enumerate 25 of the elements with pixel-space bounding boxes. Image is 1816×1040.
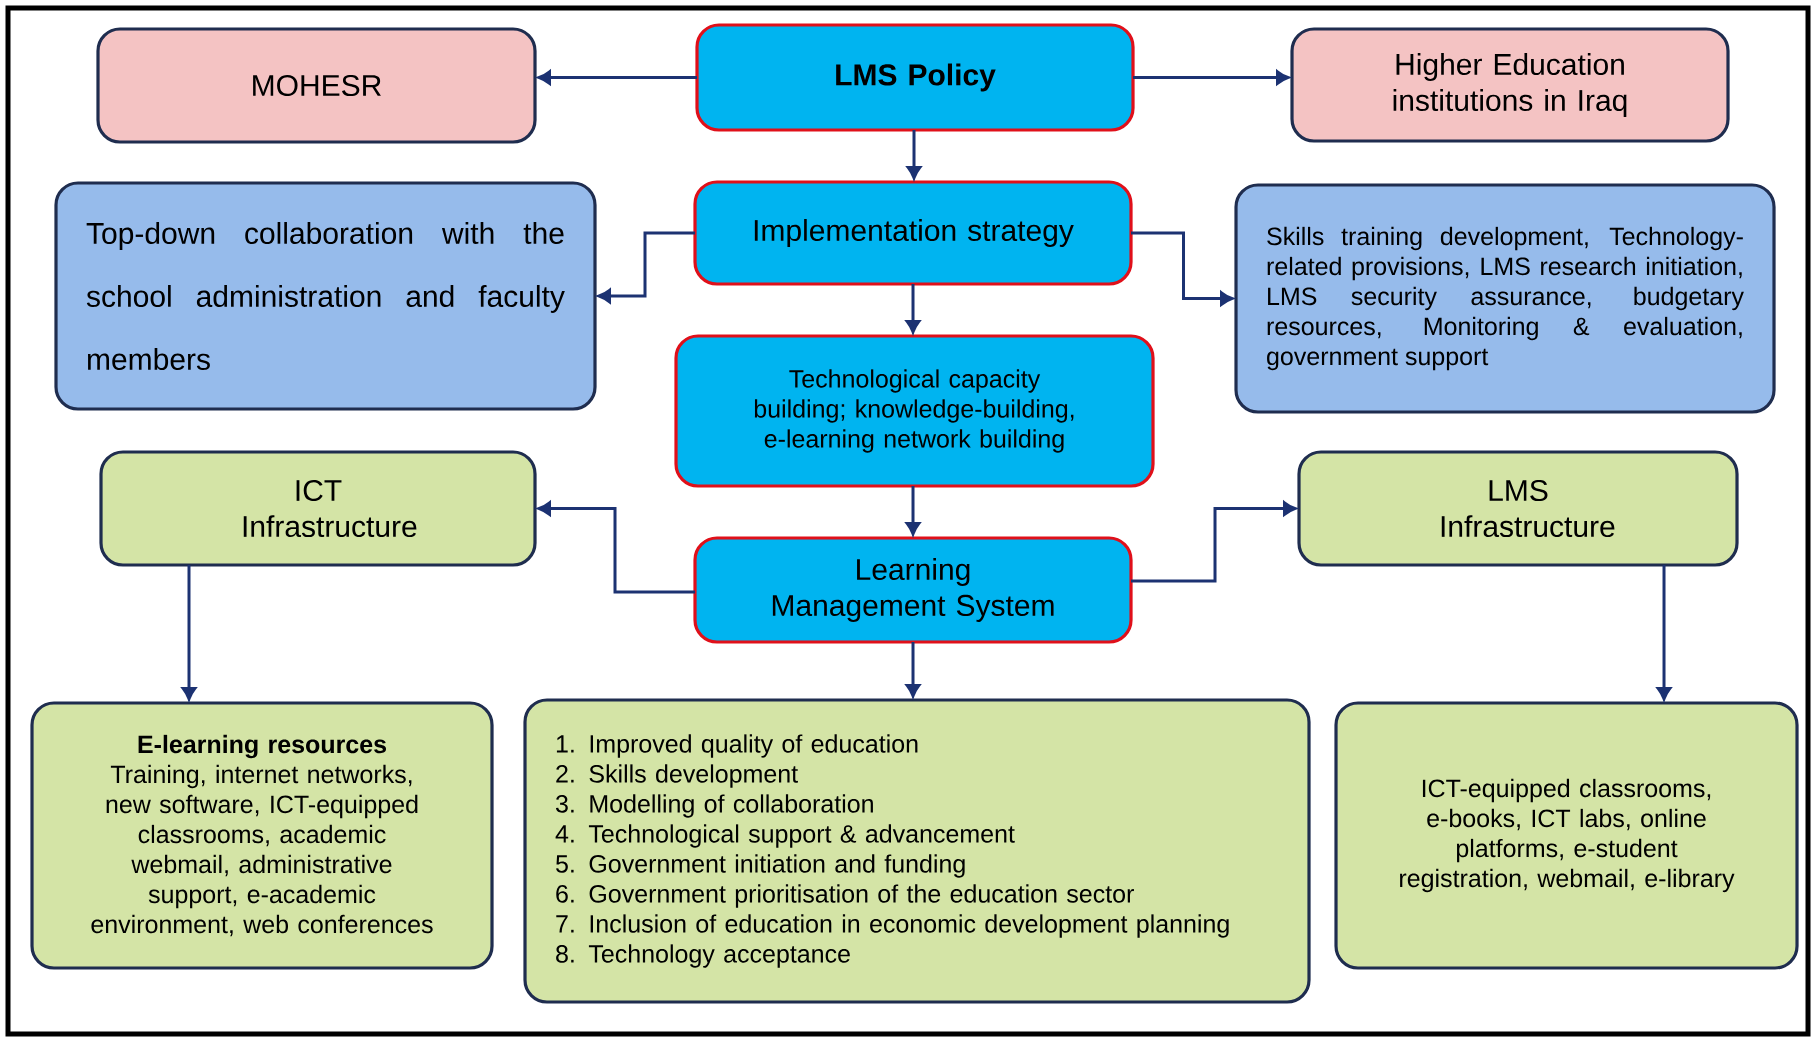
facilities-box: ICT-equipped classrooms, e-books, ICT labs, online platforms, e-student registration, webmail, e-library [1334, 701, 1799, 970]
arrow [905, 486, 921, 536]
institution-box: Higher Education institutions in Iraq [1290, 27, 1730, 143]
system-box: Learning Management System [693, 536, 1133, 644]
provisions-box: Skills training development, Technology-related provisions, LMS research initiation, LMS security assurance, budgetary resources, Monitoring & evaluation, government support [1234, 183, 1776, 414]
resources-box: E-learning resources Training, internet networks, new software, ICT-equipped classrooms, academic webmail, administrative support, e-academic environment, web conferences [30, 701, 494, 970]
arrow [1133, 70, 1290, 85]
arrow [597, 231, 695, 304]
authority-box: MOHESR [96, 27, 537, 144]
arrow [181, 565, 197, 701]
arrow [1656, 565, 1672, 701]
arrow [905, 284, 921, 334]
capacity-box: Technological capacity building; knowledge-building, e-learning network building [674, 334, 1155, 488]
arrow [537, 501, 695, 594]
infrastructure-box: LMS Infrastructure [1297, 450, 1739, 567]
arrow [1131, 231, 1234, 306]
arrow [906, 130, 922, 180]
strategy-box: Implementation strategy [693, 180, 1133, 286]
arrow [537, 70, 697, 85]
collaboration-box: Top-down collaboration with the school administration and faculty members [54, 181, 597, 411]
policy-box: LMS Policy [695, 23, 1135, 132]
infrastructure-box: ICT Infrastructure [99, 450, 537, 567]
arrow [1131, 501, 1297, 583]
arrow [905, 642, 921, 698]
outcomes-box: 1. Improved quality of education 2. Skills development 3. Modelling of collaboration 4. Technological support & advancement 5. Government initiation and funding 6. Government prioritisation of the education sector 7. Inclusion of education in economic development planning 8. Technology acceptance [523, 698, 1311, 1004]
